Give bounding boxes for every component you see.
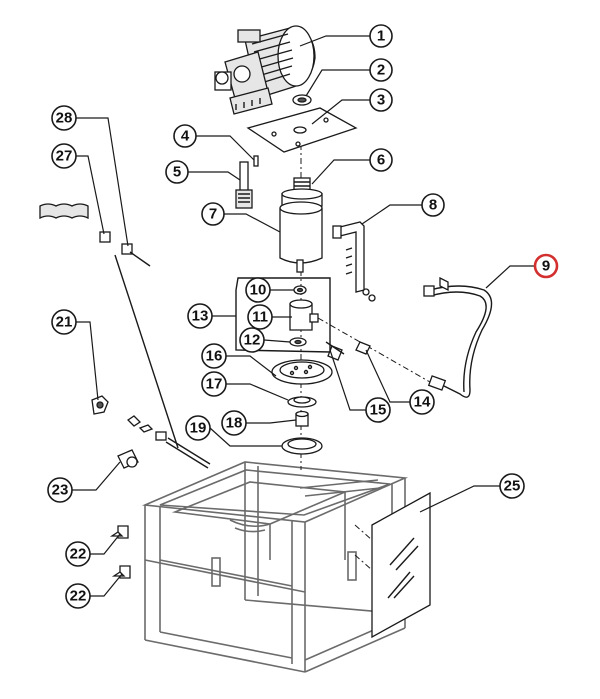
callout-21: 21 [51, 309, 77, 335]
callout-5: 5 [165, 160, 189, 184]
callout-7: 7 [201, 202, 225, 226]
mounting-plate [246, 107, 358, 153]
distributor-disc [271, 359, 333, 385]
hose [423, 276, 493, 398]
svg-text:6: 6 [377, 152, 385, 169]
small-brackets [109, 525, 131, 579]
callout-1: 1 [369, 24, 393, 48]
clamp [91, 395, 109, 415]
svg-text:2: 2 [377, 62, 385, 79]
callout-28: 28 [51, 105, 77, 131]
valve-assembly [117, 415, 211, 469]
tray [281, 437, 323, 455]
svg-text:17: 17 [206, 376, 223, 393]
shaft [235, 161, 253, 209]
key [253, 155, 259, 167]
callout-13: 13 [187, 303, 213, 329]
svg-text:21: 21 [56, 314, 73, 331]
svg-text:16: 16 [206, 348, 223, 365]
callout-2: 2 [369, 58, 393, 82]
door-panel [354, 491, 431, 639]
callout-3: 3 [369, 88, 393, 112]
callout-27: 27 [51, 143, 77, 169]
callout-17: 17 [201, 371, 227, 397]
svg-text:22: 22 [70, 588, 87, 605]
callout-19: 19 [185, 415, 211, 441]
callout-10: 10 [245, 277, 271, 303]
svg-text:10: 10 [250, 282, 267, 299]
bushing [295, 410, 309, 427]
callouts: 1 2 3 4 5 6 7 8 9 10 11 12 13 14 15 16 1… [47, 24, 559, 609]
seal [292, 94, 312, 106]
svg-text:15: 15 [370, 402, 387, 419]
svg-text:9: 9 [542, 258, 550, 275]
callout-6: 6 [369, 148, 393, 172]
callout-25: 25 [499, 473, 525, 499]
svg-text:25: 25 [504, 478, 521, 495]
svg-text:8: 8 [429, 197, 437, 214]
callout-9: 9 [533, 253, 559, 279]
svg-text:23: 23 [52, 482, 69, 499]
svg-text:7: 7 [209, 206, 217, 223]
svg-text:11: 11 [252, 309, 268, 326]
svg-text:28: 28 [56, 110, 73, 127]
callout-15: 15 [365, 397, 391, 423]
svg-text:5: 5 [173, 164, 181, 181]
svg-text:3: 3 [377, 92, 385, 109]
svg-text:1: 1 [377, 28, 385, 45]
svg-text:27: 27 [56, 148, 73, 165]
callout-23: 23 [47, 477, 73, 503]
callout-8: 8 [421, 193, 445, 217]
valve-group [235, 277, 331, 353]
callout-12: 12 [239, 327, 265, 353]
callout-22-top: 22 [65, 541, 91, 567]
fittings [317, 317, 431, 383]
base-frame [141, 461, 409, 673]
svg-text:12: 12 [244, 332, 261, 349]
bracket [332, 221, 376, 302]
svg-text:14: 14 [414, 394, 431, 411]
filter-housing [279, 177, 323, 273]
svg-text:22: 22 [70, 546, 87, 563]
spray-pipe [39, 203, 179, 449]
leader-lines [72, 35, 534, 597]
callout-11: 11 [247, 304, 273, 330]
svg-text:18: 18 [226, 415, 243, 432]
callout-4: 4 [173, 124, 197, 148]
callout-14: 14 [409, 389, 435, 415]
ring [287, 396, 317, 408]
svg-text:13: 13 [192, 308, 209, 325]
callout-22-bottom: 22 [65, 583, 91, 609]
svg-text:4: 4 [181, 128, 190, 145]
motor [214, 25, 316, 115]
svg-text:19: 19 [190, 420, 207, 437]
callout-16: 16 [201, 343, 227, 369]
callout-18: 18 [221, 410, 247, 436]
